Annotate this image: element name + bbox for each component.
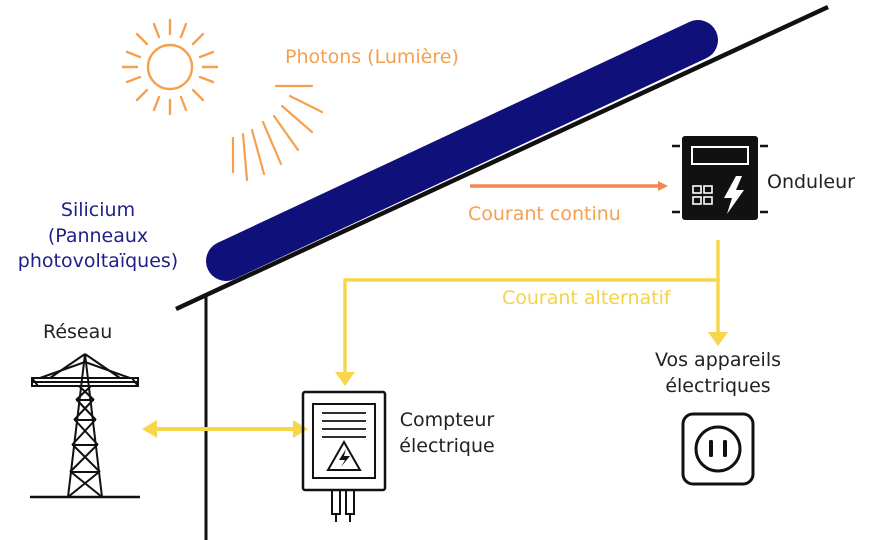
ac-arrowhead-devices: [708, 332, 728, 346]
meter-label: Compteur électrique: [392, 408, 502, 459]
silicon-label-line1: Silicium: [60, 199, 136, 221]
devices-label: Vos appareils électriques: [628, 348, 808, 399]
inverter-icon: [672, 136, 768, 220]
roof-line: [175, 4, 829, 312]
silicon-label-line2: (Panneaux: [47, 224, 149, 247]
dc-current-label: Courant continu: [468, 203, 621, 225]
ac-arrowhead-meter: [335, 372, 355, 386]
solar-panel: [206, 20, 718, 281]
photons-label: Photons (Lumière): [285, 46, 459, 68]
grid-label: Réseau: [43, 321, 113, 343]
electric-meter-icon: [301, 390, 387, 522]
meter-label-line2: électrique: [399, 434, 495, 457]
grid-exchange-arrow: [142, 420, 308, 438]
devices-label-line2: électriques: [665, 374, 771, 397]
photon-rays: [231, 84, 324, 182]
devices-label-line1: Vos appareils: [654, 349, 782, 371]
ac-current-arrow: [343, 240, 720, 372]
meter-label-line1: Compteur: [399, 409, 495, 431]
silicon-label: Silicium (Panneaux photovoltaïques): [0, 198, 196, 275]
sun-icon: [121, 18, 219, 116]
power-socket-icon: [681, 412, 755, 486]
silicon-label-line3: photovoltaïques): [17, 250, 179, 273]
inverter-label: Onduleur: [767, 171, 855, 193]
ac-current-label: Courant alternatif: [502, 287, 671, 309]
power-pylon-icon: [30, 353, 140, 499]
